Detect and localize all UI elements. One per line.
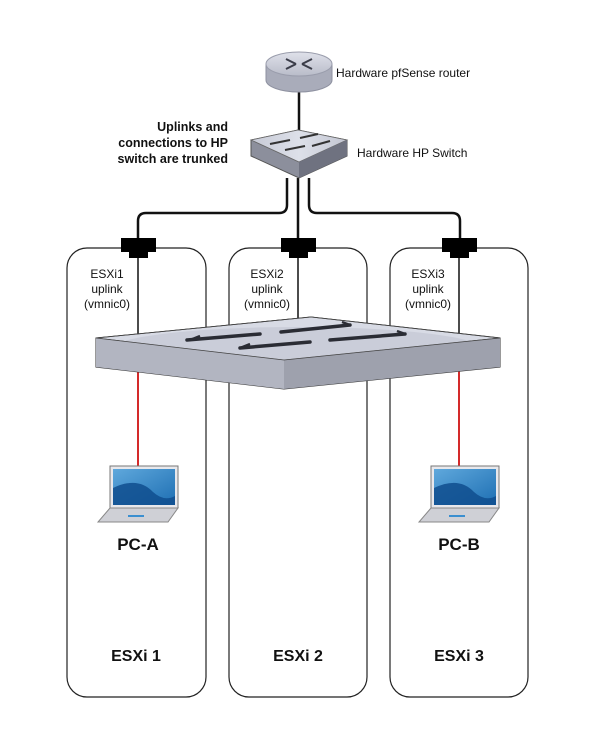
esxi3-host-label: ESXi 3 [434, 648, 484, 665]
uplink-host: ESXi1 [90, 267, 124, 281]
pc-a-label: PC-A [117, 535, 159, 554]
hp-switch-icon [249, 129, 349, 179]
uplink-port-icon [281, 238, 316, 258]
uplink-host: ESXi2 [250, 267, 284, 281]
uplink-nic: (vmnic0) [83, 297, 130, 311]
pc-b-label: PC-B [438, 535, 480, 554]
uplink-word: uplink [251, 282, 283, 296]
uplink-nic: (vmnic0) [243, 297, 290, 311]
uplink-word: uplink [412, 282, 444, 296]
trunk-note: Uplinks and connections to HP switch are… [78, 119, 228, 167]
trunk-note-line: Uplinks and [157, 120, 228, 134]
trunk-link-esxi1 [136, 178, 289, 245]
trunk-link-esxi3 [307, 178, 462, 245]
hp-switch-label: Hardware HP Switch [357, 146, 468, 160]
uplink-host: ESXi3 [411, 267, 445, 281]
virtual-switch-icon [95, 316, 501, 390]
esxi1-host-label: ESXi 1 [111, 648, 161, 665]
esxi3-uplink-label: ESXi3 uplink (vmnic0) [393, 267, 463, 312]
esxi1-uplink-label: ESXi1 uplink (vmnic0) [72, 267, 142, 312]
laptop-pc-b-icon [417, 465, 500, 523]
uplink-nic: (vmnic0) [404, 297, 451, 311]
router-icon [265, 51, 333, 93]
esxi2-host-label: ESXi 2 [273, 648, 323, 665]
uplink-port-icon [121, 238, 156, 258]
router-label: Hardware pfSense router [336, 66, 471, 80]
esxi2-uplink-label: ESXi2 uplink (vmnic0) [232, 267, 302, 312]
trunk-note-line: switch are trunked [117, 152, 228, 166]
trunk-note-line: connections to HP [118, 136, 228, 150]
uplink-word: uplink [91, 282, 123, 296]
uplink-port-icon [442, 238, 477, 258]
laptop-pc-a-icon [96, 465, 179, 523]
